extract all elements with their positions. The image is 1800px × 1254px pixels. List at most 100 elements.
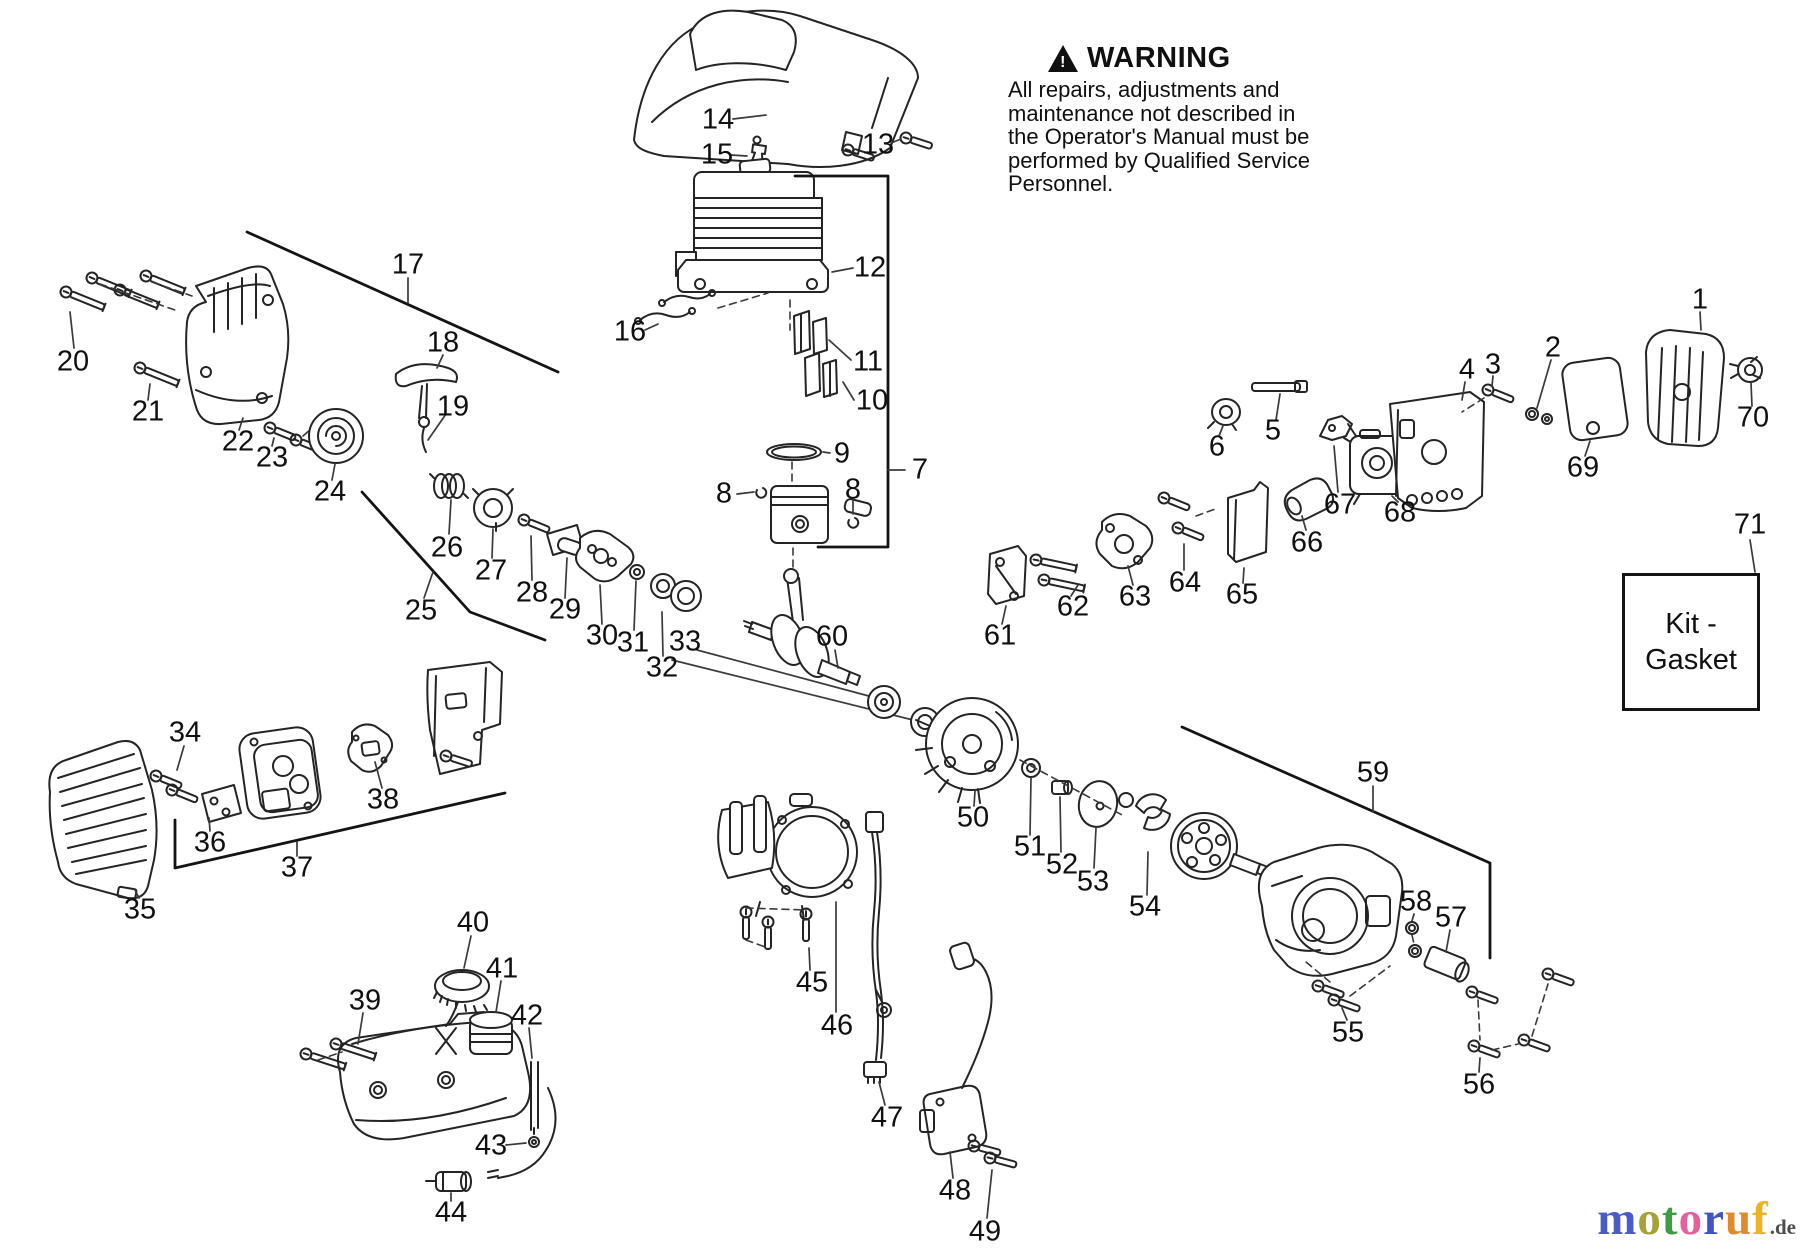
part-30-cam [575,529,635,583]
logo-letter: o [1678,1193,1704,1245]
part-label-30: 30 [585,619,619,652]
part-67-lever [1319,415,1355,445]
logo-letter: r [1703,1193,1725,1245]
part-38-gasket [347,723,394,773]
part-label-45: 45 [795,966,829,999]
part-label-71: 71 [1733,508,1767,541]
part-label-69: 69 [1566,451,1600,484]
part-label-70: 70 [1736,401,1770,434]
part-label-3: 3 [1484,348,1502,381]
warning-triangle-icon: ! [1048,45,1078,72]
part-label-34: 34 [168,716,202,749]
warning-heading: ! WARNING [1048,42,1338,75]
part-label-33: 33 [668,625,702,658]
part-label-36: 36 [193,826,227,859]
part-52-spacer [1051,780,1073,795]
group-25-bracket [360,490,547,642]
part-label-37: 37 [280,851,314,884]
part-label-9: 9 [833,437,851,470]
part-11-deflector [793,310,828,355]
part-57-pin [1423,945,1470,983]
part-label-42: 42 [510,999,544,1032]
part-2-nut [1525,407,1553,425]
kit-gasket-line1: Kit - [1665,607,1717,640]
part-label-46: 46 [820,1009,854,1042]
part-58-nuts [1405,921,1422,958]
part-6-primer-base [1207,398,1241,431]
part-65-gasket [1227,481,1269,563]
logo-letter: t [1661,1193,1679,1245]
part-label-62: 62 [1056,590,1090,623]
part-9-piston-ring [766,443,822,461]
part-47-wire [863,811,892,1084]
part-66-elbow [1283,477,1335,522]
part-label-14: 14 [701,103,735,136]
warning-line: maintenance not described in [1008,100,1296,126]
part-label-59: 59 [1356,756,1390,789]
part-label-49: 49 [968,1215,1002,1248]
part-label-64: 64 [1168,566,1202,599]
part-label-2: 2 [1544,331,1562,364]
part-label-50: 50 [956,801,990,834]
part-54-clutch [1118,792,1269,880]
part-label-52: 52 [1045,848,1079,881]
warning-line: the Operator's Manual must be [1008,124,1310,149]
kit-gasket-line2: Gasket [1645,644,1737,676]
part-label-16: 16 [613,315,647,348]
part-label-23: 23 [255,441,289,474]
kit-gasket-box: Kit - Gasket [1622,573,1760,711]
warning-title: WARNING [1087,42,1231,74]
part-label-58: 58 [1399,885,1433,918]
part-label-48: 48 [938,1174,972,1207]
part-label-12: 12 [853,251,887,284]
part-label-7: 7 [911,453,929,486]
logo-letter: m [1597,1193,1638,1245]
warning-line: performed by Qualified Service [1008,147,1311,173]
part-59-engine-assembly [1258,843,1404,977]
part-50-flywheel [915,697,1019,804]
part-label-65: 65 [1225,578,1259,611]
part-26-spring [429,473,469,499]
part-63-oiler [1095,513,1154,570]
part-22-starter-housing [185,265,290,426]
part-label-18: 18 [426,326,460,359]
part-label-66: 66 [1290,526,1324,559]
part-label-4: 4 [1458,353,1476,386]
part-35-muffler-cover [48,740,158,901]
part-label-11: 11 [852,345,884,378]
logo-suffix: .de [1769,1215,1796,1239]
part-label-8: 8 [715,477,733,510]
part-14-top-cover [633,9,919,168]
logo-letter: u [1724,1193,1753,1245]
logo-letter: o [1637,1193,1662,1245]
part-label-8: 8 [844,473,862,506]
part-heat-shield [426,661,503,775]
part-43-grommet [528,1127,540,1148]
part-label-61: 61 [983,619,1017,652]
part-31-washer [629,564,645,580]
part-label-41: 41 [485,952,519,985]
part-label-29: 29 [548,593,582,626]
part-label-38: 38 [366,783,400,816]
part-40-fuel-cap [433,969,490,1055]
part-4-airbox [1389,391,1485,512]
part-label-25: 25 [404,594,438,627]
part-label-47: 47 [870,1101,904,1134]
group-59-bracket [1180,725,1492,960]
part-1-air-filter-cover [1645,329,1725,447]
part-label-15: 15 [700,138,734,171]
part-label-32: 32 [645,651,679,684]
part-10-deflector [804,352,838,398]
part-label-1: 1 [1691,283,1709,316]
part-label-44: 44 [434,1196,468,1229]
part-label-35: 35 [123,893,157,926]
part-label-19: 19 [436,390,470,423]
part-label-31: 31 [616,626,650,659]
part-label-56: 56 [1462,1068,1496,1101]
part-61-bracket [987,545,1027,605]
part-label-60: 60 [815,620,849,653]
